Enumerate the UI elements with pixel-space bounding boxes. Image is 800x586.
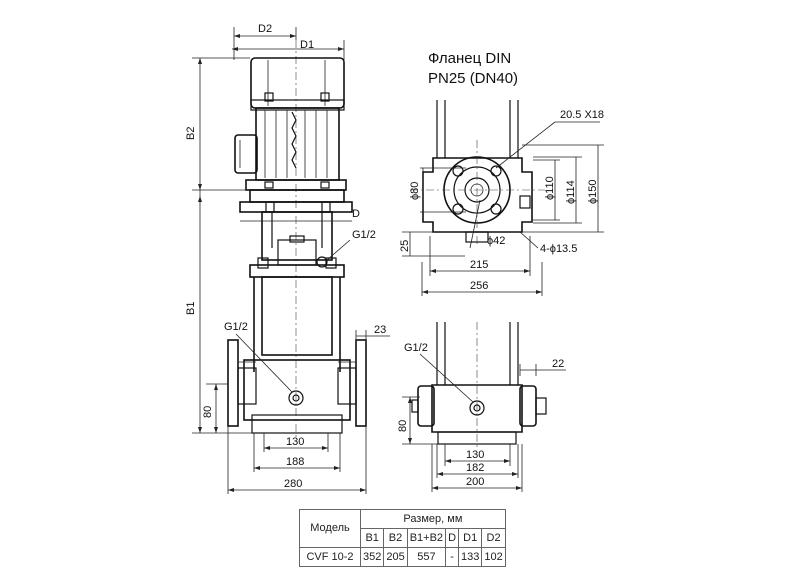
dim-256: 256: [470, 280, 488, 292]
dim-280-front: 280: [284, 478, 302, 490]
dim-hole: 20.5 X18: [560, 109, 604, 121]
front-view: D2 D1: [185, 23, 390, 494]
dim-d150: ϕ150: [587, 179, 599, 204]
dim-h80-side: 80: [397, 420, 409, 432]
dim-215: 215: [470, 259, 488, 271]
table-col-header: B1: [359, 528, 385, 548]
table-cell: 133: [458, 547, 483, 567]
dim-200-side: 200: [466, 476, 484, 488]
dim-d114: ϕ114: [565, 180, 577, 204]
dim-130-side: 130: [466, 449, 484, 461]
dim-d: D: [352, 208, 360, 220]
dim-holes4: 4-ϕ13.5: [540, 243, 577, 255]
label-g12-side: G1/2: [404, 342, 428, 354]
label-g12-body: G1/2: [224, 321, 248, 333]
dim-d1: D1: [300, 39, 314, 51]
table-col-header: B2: [383, 528, 408, 548]
dim-22: 22: [552, 358, 564, 370]
side-view: G1/2 22 80 130 182 200: [397, 322, 566, 492]
dim-188-front: 188: [286, 456, 304, 468]
table-size-header: Размер, мм: [360, 509, 506, 529]
table-col-header: D2: [481, 528, 506, 548]
table-model-header: Модель: [299, 509, 361, 548]
dim-23: 23: [374, 324, 386, 336]
table-cell: -: [445, 547, 460, 567]
dim-h80: 80: [202, 406, 214, 418]
table-cell: 352: [359, 547, 385, 567]
dim-d110: ϕ110: [544, 176, 556, 200]
dim-b1: B1: [185, 302, 197, 315]
table-cell: 557: [406, 547, 447, 567]
dim-130-front: 130: [286, 436, 304, 448]
flange-title-line2: PN25 (DN40): [428, 70, 518, 87]
table-column-headers: B1 B2 B1+B2 D D1 D2: [300, 528, 506, 548]
flange-title-line1: Фланец DIN: [428, 50, 511, 67]
flange-view: 20.5 X18 ϕ110 ϕ114 ϕ150 ϕ80 ϕ42 4-ϕ13.5 …: [399, 100, 604, 296]
dim-d80: ϕ80: [409, 182, 421, 200]
table-col-header: D: [445, 528, 460, 548]
dimensions-table: Модель Размер, мм B1 B2 B1+B2 D D1 D2 CV…: [299, 509, 506, 567]
table-row: CVF 10-2 352 205 557 - 133 102: [299, 547, 506, 567]
dim-182-side: 182: [466, 462, 484, 474]
dim-b2: B2: [185, 127, 197, 140]
dim-d2: D2: [258, 23, 272, 35]
table-col-header: B1+B2: [406, 528, 447, 548]
table-cell-model: CVF 10-2: [299, 547, 361, 567]
table-col-header: D1: [458, 528, 483, 548]
dim-d42: ϕ42: [487, 235, 505, 247]
label-g12-top: G1/2: [352, 229, 376, 241]
table-cell: 102: [481, 547, 506, 567]
table-cell: 205: [383, 547, 408, 567]
dim-h25: 25: [399, 240, 411, 252]
